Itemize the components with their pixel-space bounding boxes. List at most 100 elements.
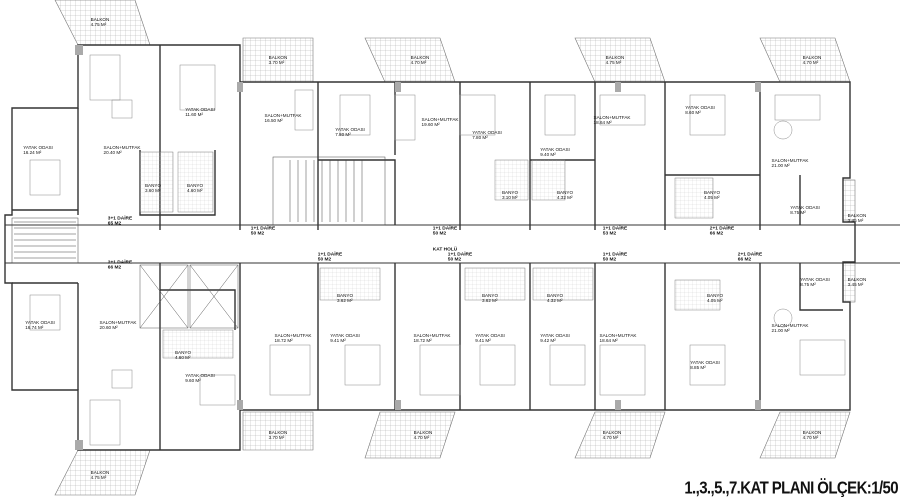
- plan-title: 1.,3.,5.,7.KAT PLANI ÖLÇEK:1/50: [684, 478, 898, 498]
- room-name: YATAK ODASI: [790, 205, 820, 210]
- room-area: 8.60 M²: [685, 110, 701, 115]
- room-name: BANYO: [336, 293, 354, 298]
- elevators: [139, 264, 239, 329]
- furniture-item: [199, 374, 236, 406]
- room-name: BALKON: [847, 213, 867, 218]
- room-area: 3.45 M²: [847, 282, 864, 287]
- room-name: YATAK ODASI: [690, 360, 720, 365]
- room-area: 21.00 M²: [771, 163, 790, 168]
- room-name: BANYO: [186, 183, 204, 188]
- furniture-item: [799, 339, 846, 376]
- room-name: BALKON: [847, 277, 867, 282]
- furniture-item: [419, 344, 461, 396]
- room-name: YATAK ODASI: [685, 105, 715, 110]
- room-area: 4.70 M²: [802, 435, 819, 440]
- room-area: 3.45 M²: [847, 218, 864, 223]
- unit-type: 2+1 DAİRE: [737, 252, 763, 258]
- room-name: BANYO: [481, 293, 499, 298]
- room-area: 20.40 M²: [103, 150, 122, 155]
- room-area: 4.75 M²: [90, 475, 107, 480]
- room-area: 3.60 M²: [144, 188, 161, 193]
- room-area: 4.75 M²: [90, 22, 107, 27]
- furniture-item: [344, 344, 381, 386]
- room-area: 21.00 M²: [771, 328, 790, 333]
- room-area: 9.41 M²: [330, 338, 346, 343]
- room-name: YATAK ODASI: [800, 277, 830, 282]
- room-area: 18.72 M²: [413, 338, 432, 343]
- unit-area: 66 M2: [107, 266, 122, 271]
- room-area: 9.42 M²: [540, 338, 556, 343]
- room-area: 18.64 M²: [593, 120, 612, 125]
- room-area: 9.40 M²: [540, 152, 556, 157]
- room-name: BALKON: [90, 17, 110, 22]
- unit-area: 65 M2: [107, 222, 122, 227]
- room-area: 8.75 M²: [790, 210, 806, 215]
- furniture-item: [339, 94, 371, 136]
- room-name: SALON+MUTFAK: [99, 320, 137, 325]
- furniture-item: [544, 94, 576, 136]
- room-area: 9.60 M²: [185, 378, 201, 383]
- balcony-south-2: [242, 411, 314, 451]
- room-name: YATAK ODASI: [540, 333, 570, 338]
- room-area: 19.60 M²: [421, 122, 440, 127]
- room-area: 4.05 M²: [706, 298, 723, 303]
- room-area: 4.32 M²: [546, 298, 563, 303]
- bathrooms: [139, 151, 721, 359]
- room-name: YATAK ODASI: [472, 130, 502, 135]
- room-area: 3.62 M²: [481, 298, 498, 303]
- room-name: YATAK ODASI: [330, 333, 360, 338]
- room-area: 4.60 M²: [186, 188, 203, 193]
- room-name: BALKON: [605, 55, 625, 60]
- furniture-item: [689, 94, 726, 136]
- room-area: 18.64 M²: [599, 338, 618, 343]
- room-name: SALON+MUTFAK: [599, 333, 637, 338]
- furniture-item: [479, 344, 516, 386]
- room-area: 4.70 M²: [413, 435, 430, 440]
- room-name: BANYO: [706, 293, 724, 298]
- room-area: 20.60 M²: [99, 325, 118, 330]
- furniture-item: [29, 159, 61, 196]
- furniture-item: [599, 94, 646, 126]
- room-name: BANYO: [501, 190, 519, 195]
- furniture-item: [269, 344, 311, 396]
- room-name: YATAK ODASI: [185, 107, 215, 112]
- room-name: BALKON: [268, 430, 288, 435]
- room-name: BANYO: [144, 183, 162, 188]
- room-area: 16.50 M²: [264, 118, 283, 123]
- unit-area: 50 M2: [250, 232, 265, 237]
- room-area: 3.70 M²: [268, 60, 285, 65]
- room-area: 11.60 M²: [185, 112, 203, 117]
- room-name: BANYO: [703, 190, 721, 195]
- corridor-label: KAT HOLÜ: [432, 247, 458, 253]
- unit-area: 50 M2: [317, 258, 332, 263]
- unit-area: 50 M2: [432, 232, 447, 237]
